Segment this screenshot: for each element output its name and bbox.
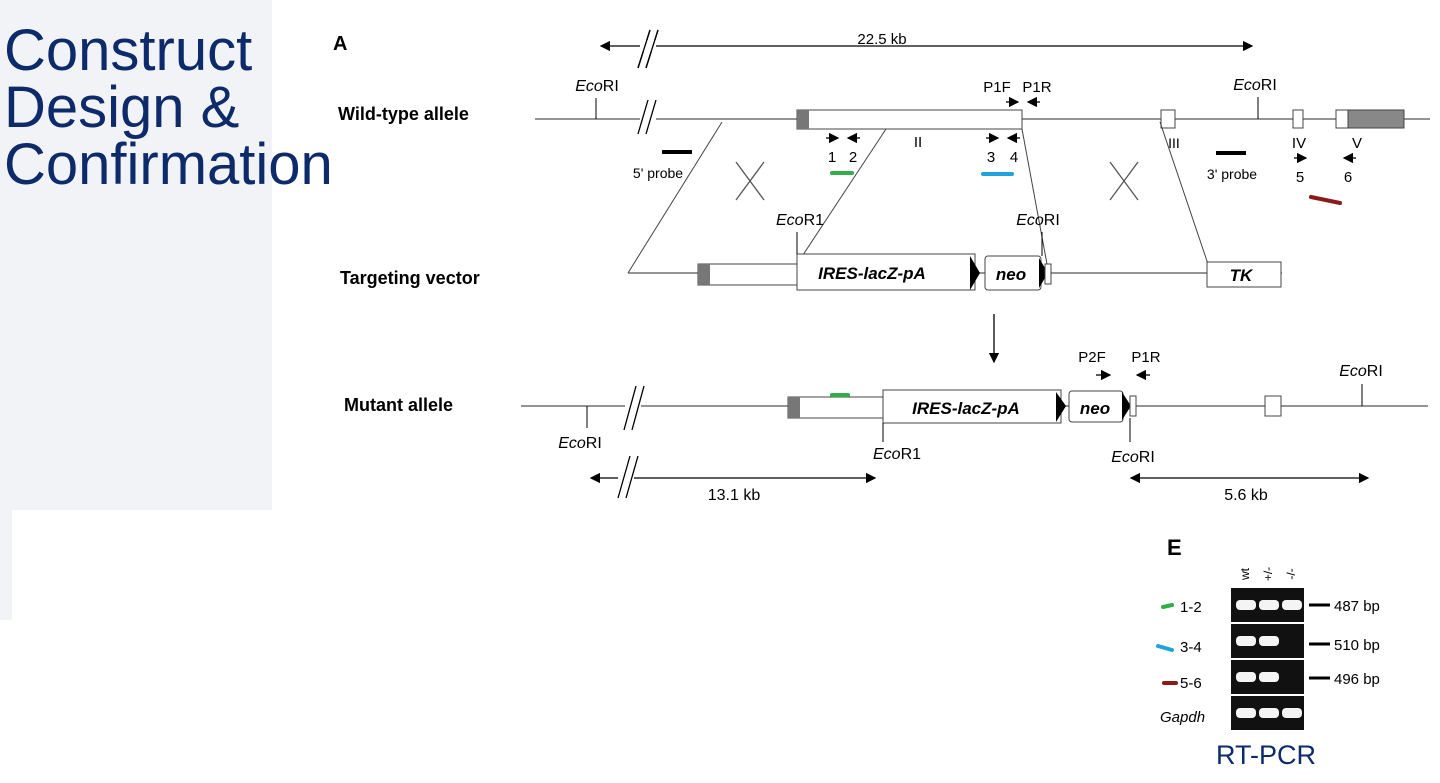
row-label-vector: Targeting vector <box>340 268 480 288</box>
tk-label: TK <box>1230 266 1254 285</box>
primer-label-p1r-mutant: P1R <box>1131 349 1160 366</box>
ecori-label: EcoRI <box>558 435 602 452</box>
gel-band <box>1259 636 1279 646</box>
loxp-triangle <box>970 256 980 290</box>
crossover-mark <box>735 161 765 201</box>
ecori-label: EcoRI <box>1339 363 1383 380</box>
exon-iv-box <box>1292 109 1304 129</box>
exon-label-iii: III <box>1168 135 1180 151</box>
distance-label-left: 13.1 kb <box>708 487 761 504</box>
gel-image <box>1231 588 1304 730</box>
ecor1-label: EcoR1 <box>776 212 824 229</box>
primer-label-p1r: P1R <box>1022 79 1051 96</box>
probe-5prime-label: 5' probe <box>633 165 683 181</box>
vector-5arm-box <box>697 263 799 286</box>
primer-number-1: 1 <box>828 149 836 166</box>
loxp-triangle <box>1039 258 1048 288</box>
panel-a-label: A <box>333 33 347 55</box>
slide-title: Construct Design & Confirmation <box>4 18 404 197</box>
size-label-487: 487 bp <box>1334 598 1380 615</box>
distance-label-top: 22.5 kb <box>857 31 906 48</box>
primer-number-5: 5 <box>1296 169 1304 186</box>
panel-e-label: E <box>1167 535 1182 560</box>
primer-number-2: 2 <box>849 149 857 166</box>
break-mark <box>623 385 637 431</box>
exon-label-v: V <box>1352 135 1362 152</box>
gel-band <box>1282 600 1302 610</box>
neo-label: neo <box>996 265 1026 284</box>
primer-label-p1f: P1F <box>983 79 1011 96</box>
title-panel-background <box>0 0 272 510</box>
primer-number-3: 3 <box>987 149 995 166</box>
size-label-496: 496 bp <box>1334 671 1380 688</box>
gel-marker-green <box>1161 603 1174 609</box>
gel-band <box>1236 672 1256 682</box>
homology-line <box>1159 121 1209 265</box>
homology-line <box>627 121 723 274</box>
exon-iii-box-mutant <box>1264 395 1282 417</box>
lane-label-ko: -/- <box>1284 568 1298 579</box>
break-mark <box>637 99 649 135</box>
probe-3prime-label: 3' probe <box>1207 166 1257 182</box>
tk-cassette <box>1206 261 1282 288</box>
product-marker-red <box>1309 195 1342 205</box>
gel-band <box>1259 708 1279 718</box>
lane-label-het: +/- <box>1261 567 1275 581</box>
ecor1-label: EcoR1 <box>873 446 921 463</box>
title-line-1: Construct <box>4 18 253 83</box>
neo-label-mutant: neo <box>1080 399 1110 418</box>
gel-row-label-1-2: 1-2 <box>1180 599 1202 616</box>
break-mark <box>645 99 657 135</box>
ires-lacz-label-mutant: IRES-lacZ-pA <box>912 399 1020 418</box>
title-line-3: Confirmation <box>4 132 333 197</box>
gel-marker-blue <box>1156 644 1174 652</box>
row-label-wildtype: Wild-type allele <box>338 104 469 124</box>
title-line-2: Design & <box>4 75 240 140</box>
gel-band <box>1236 636 1256 646</box>
ires-lacz-cassette-mutant <box>882 389 1062 424</box>
distance-label-right: 5.6 kb <box>1224 487 1268 504</box>
gel-row-label-3-4: 3-4 <box>1180 639 1202 656</box>
homology-line <box>1021 128 1048 265</box>
gel-band <box>1259 672 1279 682</box>
exon-label-iv: IV <box>1292 135 1306 152</box>
row-label-mutant: Mutant allele <box>344 395 453 415</box>
rt-pcr-caption: RT-PCR <box>1215 740 1316 770</box>
exon-iii-box <box>1160 109 1176 129</box>
gel-row-label-5-6: 5-6 <box>1180 675 1202 692</box>
ecori-label: EcoRI <box>1016 212 1060 229</box>
crossover-mark <box>1109 161 1139 201</box>
loxp-triangle <box>1056 392 1066 422</box>
ecori-label: EcoRI <box>575 78 619 95</box>
size-label-510: 510 bp <box>1334 637 1380 654</box>
ecori-label: EcoRI <box>1233 77 1277 94</box>
exon-label-ii: II <box>914 134 922 151</box>
homology-line <box>796 128 887 265</box>
exon-ii-box <box>796 109 1023 130</box>
ecori-label: EcoRI <box>1111 449 1155 466</box>
break-mark <box>617 455 631 499</box>
title-panel-background-strip <box>0 510 12 620</box>
ires-lacz-label: IRES-lacZ-pA <box>818 264 926 283</box>
primer-number-4: 4 <box>1010 149 1018 166</box>
exon-ii-coding-block <box>797 110 809 129</box>
break-mark <box>625 455 639 499</box>
lane-label-wt: wt <box>1238 567 1252 581</box>
primer-label-p2f: P2F <box>1078 349 1106 366</box>
mutant-5arm-box <box>787 396 885 419</box>
break-mark <box>631 385 645 431</box>
gel-band <box>1282 708 1302 718</box>
gel-row-label-gapdh: Gapdh <box>1160 709 1205 726</box>
primer-number-6: 6 <box>1344 169 1352 186</box>
gel-band <box>1259 600 1279 610</box>
loxp-triangle <box>1122 392 1131 420</box>
gel-band <box>1236 708 1256 718</box>
gel-band <box>1236 600 1256 610</box>
